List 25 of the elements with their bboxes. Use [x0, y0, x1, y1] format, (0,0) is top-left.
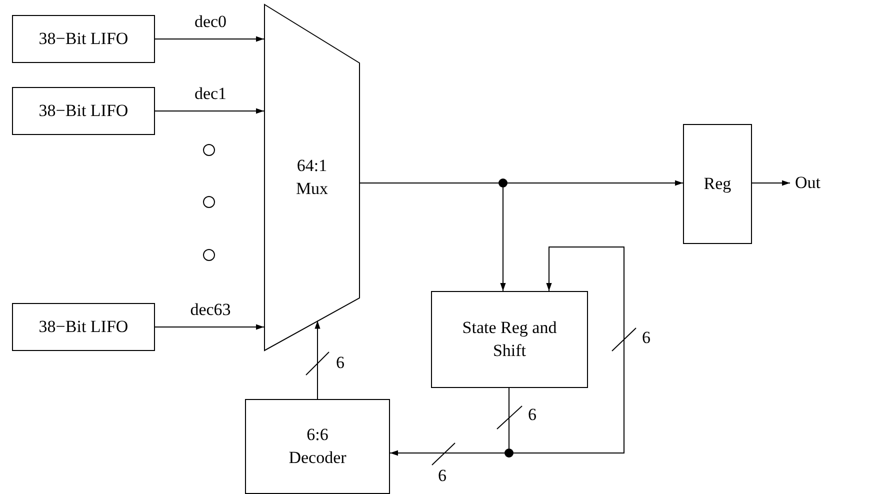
box-label: 38−Bit LIFO: [38, 100, 128, 122]
box-label: 38−Bit LIFO: [38, 316, 128, 338]
box-label: Reg: [704, 172, 732, 195]
decoder-box: [245, 399, 390, 494]
bus-width-label: 6: [437, 467, 448, 484]
mux-trapezoid: [264, 4, 360, 351]
mux-label: 64:1 Mux: [294, 155, 330, 200]
edge-label: dec63: [188, 301, 234, 318]
output-label: Out: [795, 172, 835, 194]
box-label: 38−Bit LIFO: [38, 28, 128, 50]
arrow: [752, 180, 790, 186]
box-label: 6:6 Decoder: [288, 424, 348, 468]
register-box: [683, 124, 752, 244]
lifo-box: [12, 87, 155, 135]
arrow: [154, 108, 264, 114]
arrow: [154, 324, 264, 330]
lifo-box: [12, 15, 155, 63]
box-label: State Reg and Shift: [461, 317, 558, 362]
lifo-box: [12, 303, 155, 351]
state-register-box: [431, 291, 588, 388]
bus-width-label: 6: [641, 329, 652, 346]
arrow: [314, 320, 320, 400]
arrow: [154, 36, 264, 42]
bus-width-label: 6: [527, 406, 538, 423]
bus-width-label: 6: [335, 354, 346, 371]
